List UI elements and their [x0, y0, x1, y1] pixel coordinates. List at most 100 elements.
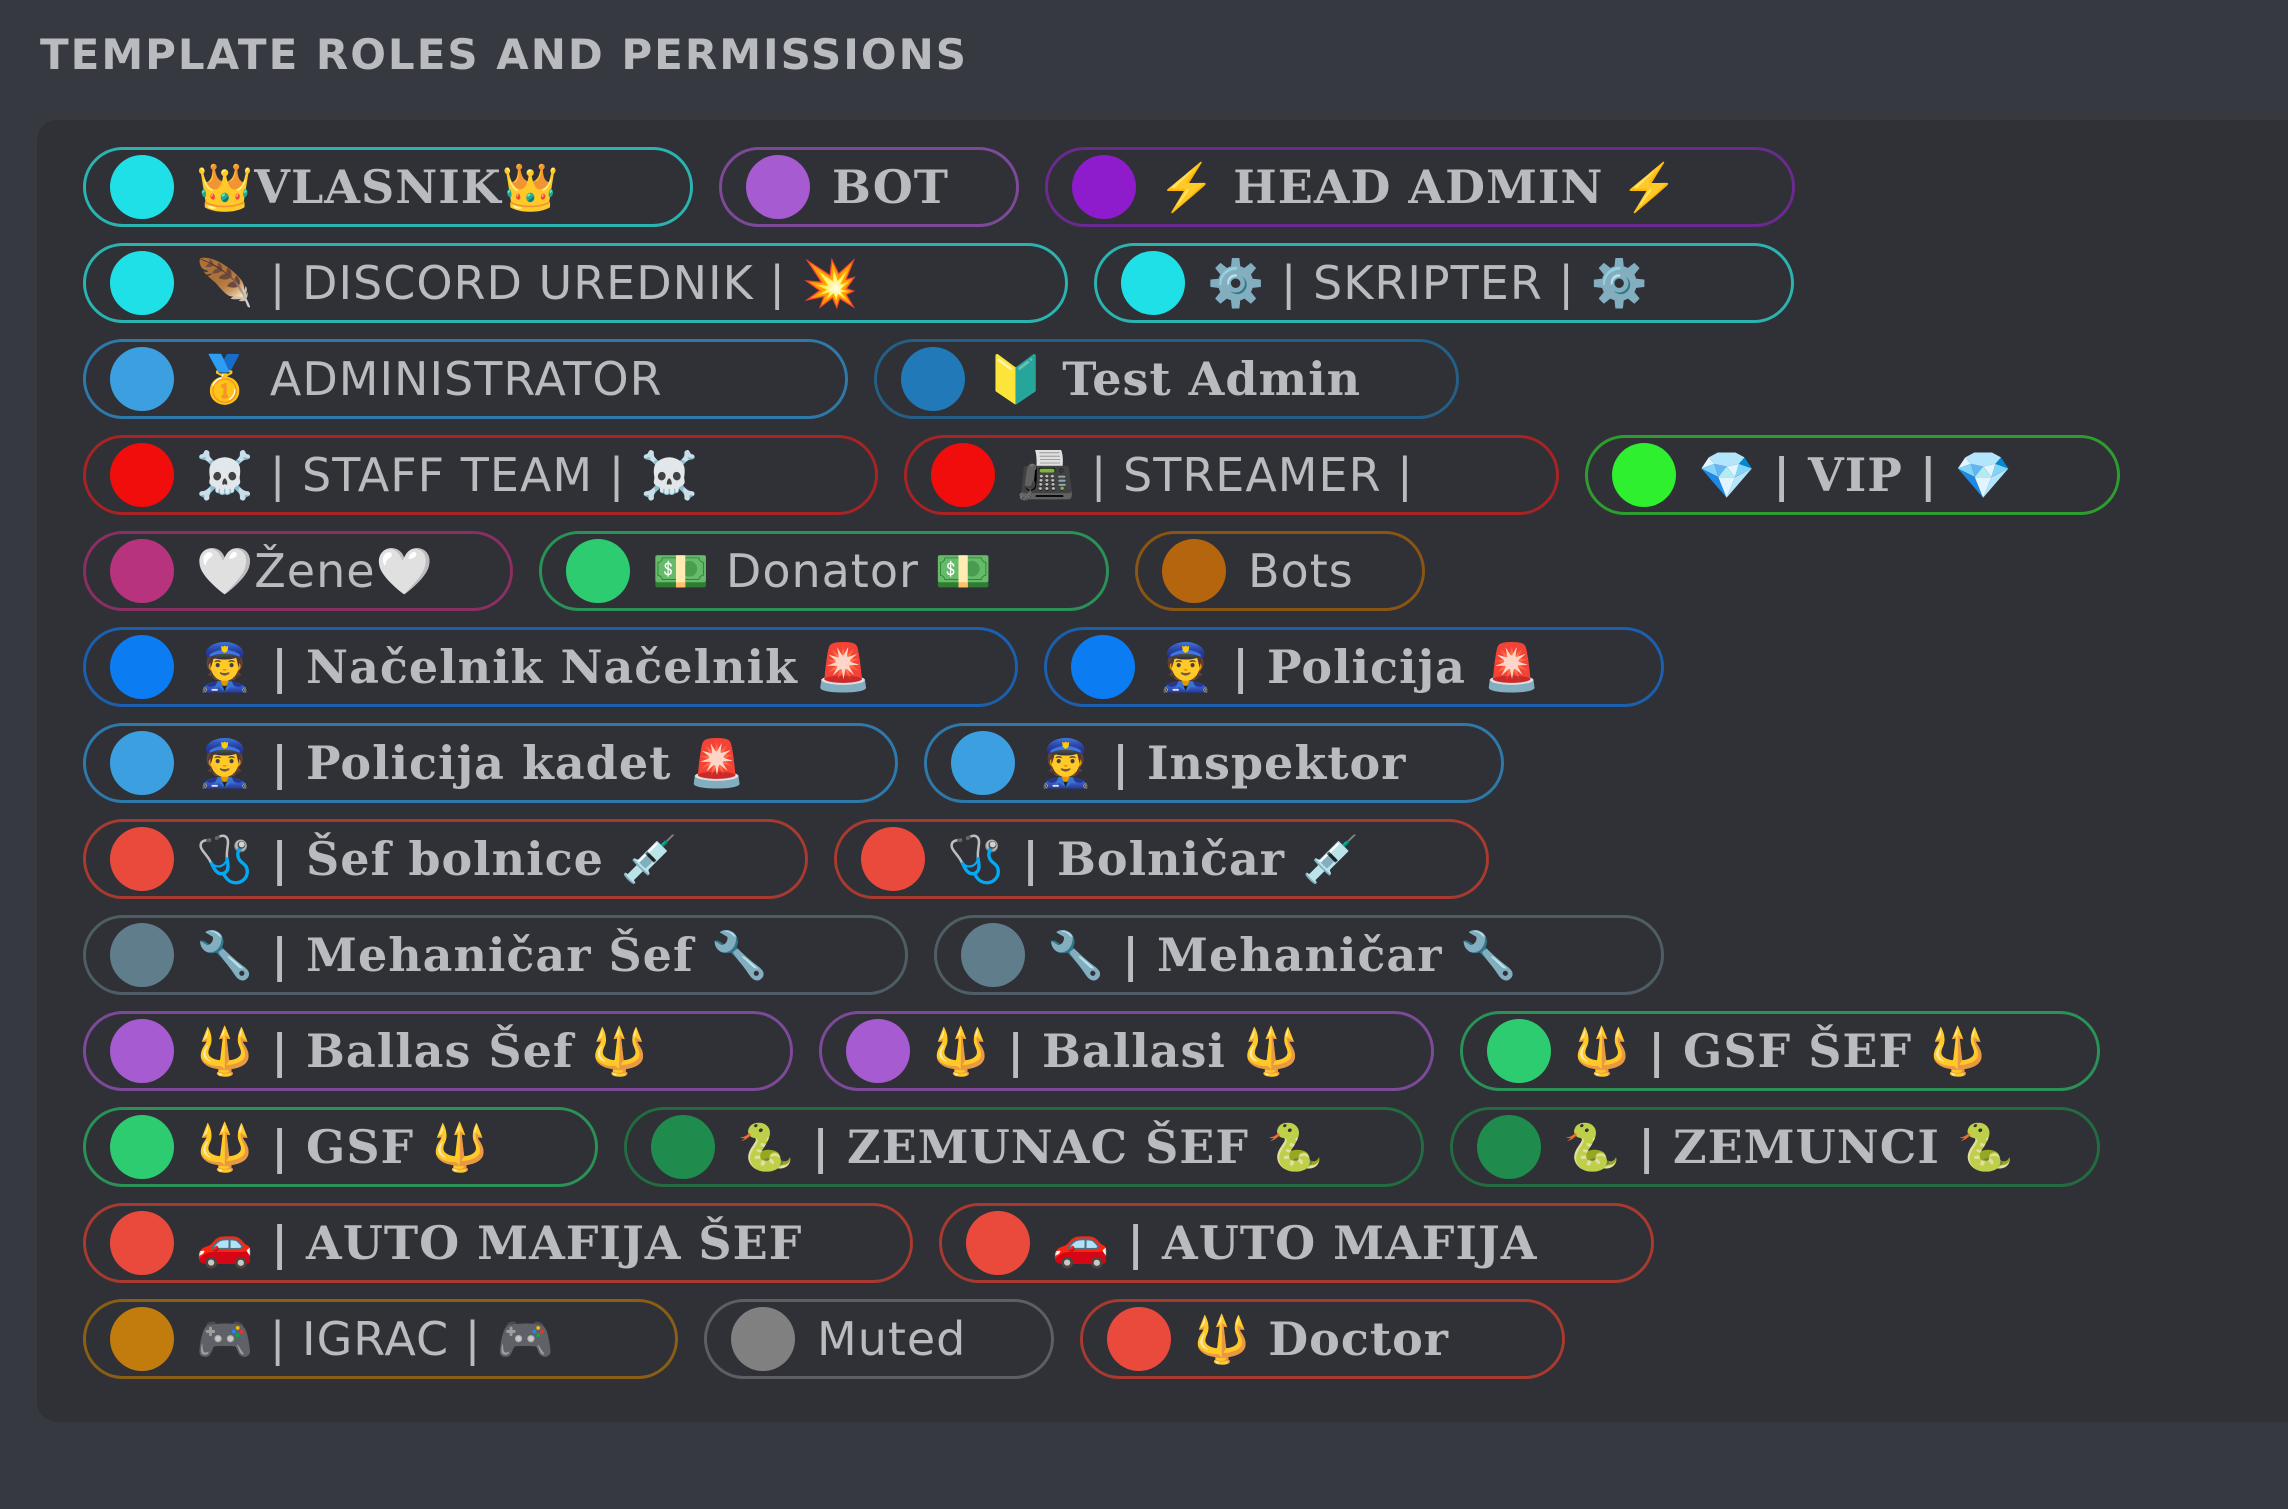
role-name: 🩺 | Šef bolnice 💉 [196, 832, 680, 886]
role-pill[interactable]: 🔱 | GSF 🔱 [83, 1107, 598, 1187]
role-color-dot [110, 251, 174, 315]
role-color-dot [1071, 635, 1135, 699]
role-row: 🔱 | Ballas Šef 🔱 🔱 | Ballasi 🔱 🔱 | GSF ŠEF… [83, 1011, 2233, 1091]
role-color-dot [901, 347, 965, 411]
role-name: Muted [817, 1312, 967, 1366]
role-pill[interactable]: 🔧 | Mehaničar Šef 🔧 [83, 915, 908, 995]
role-name: 🔧 | Mehaničar 🔧 [1047, 928, 1518, 982]
role-pill[interactable]: 🔱 Doctor [1080, 1299, 1565, 1379]
role-pill[interactable]: BOT [719, 147, 1019, 227]
role-name: 🐍 | ZEMUNAC ŠEF 🐍 [737, 1120, 1325, 1174]
role-name: 🔱 | Ballasi 🔱 [932, 1024, 1302, 1078]
role-pill[interactable]: 💵 Donator 💵 [539, 531, 1109, 611]
role-name: 🚗 | AUTO MAFIJA ŠEF [196, 1216, 803, 1270]
role-pill[interactable]: 🥇 ADMINISTRATOR [83, 339, 848, 419]
role-color-dot [746, 155, 810, 219]
role-color-dot [1072, 155, 1136, 219]
role-pill[interactable]: 👮 | Inspektor [924, 723, 1504, 803]
role-name: 🥇 ADMINISTRATOR [196, 352, 663, 406]
role-color-dot [1162, 539, 1226, 603]
role-pill[interactable]: 👑VLASNIK👑 [83, 147, 693, 227]
role-pill[interactable]: 🚗 | AUTO MAFIJA ŠEF [83, 1203, 913, 1283]
role-color-dot [961, 923, 1025, 987]
role-color-dot [110, 731, 174, 795]
role-name: 🔧 | Mehaničar Šef 🔧 [196, 928, 770, 982]
role-color-dot [110, 347, 174, 411]
role-color-dot [731, 1307, 795, 1371]
role-color-dot [1477, 1115, 1541, 1179]
role-color-dot [110, 1115, 174, 1179]
role-color-dot [1121, 251, 1185, 315]
role-name: 💵 Donator 💵 [652, 544, 993, 598]
role-name: 💎 | VIP | 💎 [1698, 448, 2013, 502]
role-row: 🔧 | Mehaničar Šef 🔧 🔧 | Mehaničar 🔧 [83, 915, 2233, 995]
role-name: BOT [832, 160, 950, 214]
role-name: 👮 | Načelnik Načelnik 🚨 [196, 640, 874, 694]
role-pill[interactable]: 🔰 Test Admin [874, 339, 1459, 419]
role-color-dot [110, 1307, 174, 1371]
role-pill[interactable]: 🎮 | IGRAC | 🎮 [83, 1299, 678, 1379]
role-row: 👮 | Policija kadet 🚨 👮 | Inspektor [83, 723, 2233, 803]
role-name: 🤍Žene🤍 [196, 544, 434, 598]
role-pill[interactable]: 🤍Žene🤍 [83, 531, 513, 611]
role-pill[interactable]: 🐍 | ZEMUNAC ŠEF 🐍 [624, 1107, 1424, 1187]
role-pill[interactable]: 💎 | VIP | 💎 [1585, 435, 2120, 515]
role-pill[interactable]: 👮 | Načelnik Načelnik 🚨 [83, 627, 1018, 707]
role-color-dot [110, 539, 174, 603]
role-row: 🎮 | IGRAC | 🎮 Muted 🔱 Doctor [83, 1299, 2233, 1379]
role-color-dot [110, 635, 174, 699]
role-name: 🔱 | GSF 🔱 [196, 1120, 490, 1174]
role-row: 🤍Žene🤍 💵 Donator 💵 Bots [83, 531, 2233, 611]
role-row: 🪶 | DISCORD UREDNIK | 💥 ⚙️ | SKRIPTER | ⚙… [83, 243, 2233, 323]
role-row: 🔱 | GSF 🔱 🐍 | ZEMUNAC ŠEF 🐍 🐍 | ZEMUNCI 🐍 [83, 1107, 2233, 1187]
role-name: 🎮 | IGRAC | 🎮 [196, 1312, 556, 1366]
role-pill[interactable]: Muted [704, 1299, 1054, 1379]
role-row: 🩺 | Šef bolnice 💉 🩺 | Bolničar 💉 [83, 819, 2233, 899]
role-color-dot [931, 443, 995, 507]
role-name: 👮 | Policija kadet 🚨 [196, 736, 747, 790]
role-pill[interactable]: 🐍 | ZEMUNCI 🐍 [1450, 1107, 2100, 1187]
role-color-dot [110, 923, 174, 987]
role-name: 🔱 | Ballas Šef 🔱 [196, 1024, 649, 1078]
role-name: ⚡ HEAD ADMIN ⚡ [1158, 160, 1679, 214]
role-color-dot [1107, 1307, 1171, 1371]
role-list: 👑VLASNIK👑 BOT ⚡ HEAD ADMIN ⚡ 🪶 | DISCORD UR… [83, 147, 2233, 1395]
role-color-dot [1487, 1019, 1551, 1083]
role-name: 🐍 | ZEMUNCI 🐍 [1563, 1120, 2016, 1174]
role-pill[interactable]: 👮 | Policija 🚨 [1044, 627, 1664, 707]
section-title: TEMPLATE ROLES AND PERMISSIONS [40, 30, 968, 79]
role-pill[interactable]: 📠 | STREAMER | [904, 435, 1559, 515]
role-name: 🪶 | DISCORD UREDNIK | 💥 [196, 256, 860, 310]
role-row: 👑VLASNIK👑 BOT ⚡ HEAD ADMIN ⚡ [83, 147, 2233, 227]
role-color-dot [110, 1019, 174, 1083]
role-color-dot [566, 539, 630, 603]
bottom-strip [0, 1422, 2288, 1509]
role-color-dot [861, 827, 925, 891]
role-pill[interactable]: 🔱 | Ballasi 🔱 [819, 1011, 1434, 1091]
role-pill[interactable]: 🔱 | GSF ŠEF 🔱 [1460, 1011, 2100, 1091]
role-name: 🔱 Doctor [1193, 1312, 1450, 1366]
role-pill[interactable]: ☠️ | STAFF TEAM | ☠️ [83, 435, 878, 515]
role-color-dot [951, 731, 1015, 795]
role-color-dot [110, 443, 174, 507]
role-pill[interactable]: 🪶 | DISCORD UREDNIK | 💥 [83, 243, 1068, 323]
role-name: 👮 | Inspektor [1037, 736, 1407, 790]
role-pill[interactable]: 🚗 | AUTO MAFIJA [939, 1203, 1654, 1283]
role-name: 👮 | Policija 🚨 [1157, 640, 1542, 694]
role-name: ☠️ | STAFF TEAM | ☠️ [196, 448, 700, 502]
role-pill[interactable]: 🔱 | Ballas Šef 🔱 [83, 1011, 793, 1091]
role-row: ☠️ | STAFF TEAM | ☠️ 📠 | STREAMER | 💎 | VI… [83, 435, 2233, 515]
role-pill[interactable]: 🔧 | Mehaničar 🔧 [934, 915, 1664, 995]
role-pill[interactable]: Bots [1135, 531, 1425, 611]
role-pill[interactable]: 👮 | Policija kadet 🚨 [83, 723, 898, 803]
role-pill[interactable]: 🩺 | Šef bolnice 💉 [83, 819, 808, 899]
role-color-dot [966, 1211, 1030, 1275]
role-name: 📠 | STREAMER | [1017, 448, 1414, 502]
role-name: 🔰 Test Admin [987, 352, 1362, 406]
role-pill[interactable]: ⚡ HEAD ADMIN ⚡ [1045, 147, 1795, 227]
role-row: 👮 | Načelnik Načelnik 🚨 👮 | Policija 🚨 [83, 627, 2233, 707]
role-pill[interactable]: 🩺 | Bolničar 💉 [834, 819, 1489, 899]
role-color-dot [651, 1115, 715, 1179]
role-pill[interactable]: ⚙️ | SKRIPTER | ⚙️ [1094, 243, 1794, 323]
role-row: 🥇 ADMINISTRATOR 🔰 Test Admin [83, 339, 2233, 419]
